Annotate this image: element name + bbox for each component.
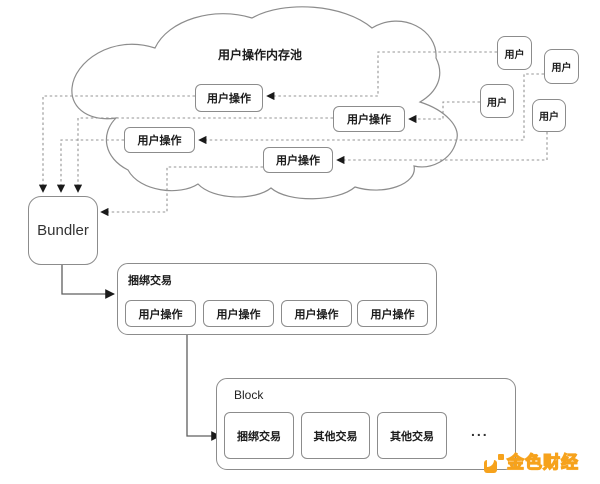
edge-bundler-to-bundle <box>61 265 115 299</box>
block-bundled-tx: 捆绑交易 <box>224 412 294 459</box>
mempool-title: 用户操作内存池 <box>218 48 303 62</box>
edge-userop-b-to-bundler <box>56 139 124 193</box>
bundle-userop-4: 用户操作 <box>357 300 428 327</box>
bundle-title: 捆绑交易 <box>128 275 172 287</box>
jinse-watermark: 金色财经 <box>484 452 579 473</box>
block-container: Block 捆绑交易 其他交易 其他交易 ... <box>216 378 516 470</box>
edge-userop-c-to-bundler <box>73 117 333 193</box>
mempool-userop-4: 用户操作 <box>263 147 333 173</box>
block-other-tx-2: 其他交易 <box>377 412 447 459</box>
jinse-logo-icon <box>484 453 504 473</box>
edge-user2-to-userop-b <box>198 73 544 145</box>
mempool-userop-3: 用户操作 <box>333 106 405 132</box>
watermark-text: 金色财经 <box>506 452 579 472</box>
bundle-userop-1: 用户操作 <box>125 300 196 327</box>
bundle-userop-3: 用户操作 <box>281 300 352 327</box>
mempool-userop-1: 用户操作 <box>195 84 263 112</box>
bundle-userop-2: 用户操作 <box>203 300 274 327</box>
bundle-container: 捆绑交易 用户操作 用户操作 用户操作 用户操作 <box>117 263 437 335</box>
edge-bundle-to-block <box>186 335 221 441</box>
block-ellipsis: ... <box>471 423 489 439</box>
mempool-userop-2: 用户操作 <box>124 127 195 153</box>
block-other-tx-1: 其他交易 <box>301 412 370 459</box>
edge-user4-to-userop-d <box>336 132 548 165</box>
user-node-1: 用户 <box>497 36 532 70</box>
user-node-4: 用户 <box>532 99 566 132</box>
user-node-3: 用户 <box>480 84 514 118</box>
edge-userop-a-to-bundler <box>38 95 195 193</box>
bundler-node: Bundler <box>28 196 98 265</box>
block-title: Block <box>234 388 264 402</box>
user-node-2: 用户 <box>544 49 579 84</box>
edge-userop-d-to-bundler <box>100 166 263 217</box>
